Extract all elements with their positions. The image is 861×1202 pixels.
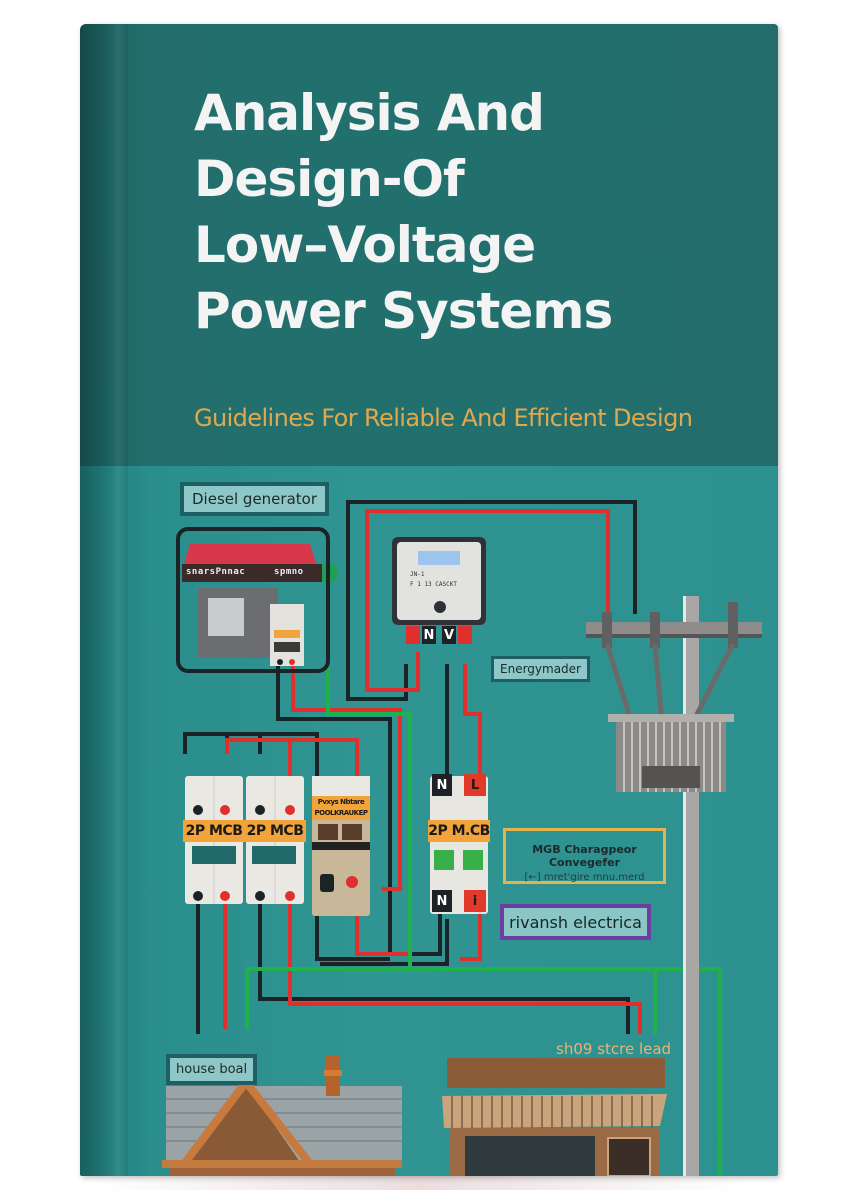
title-line: Power Systems [194,282,613,340]
diesel-generator-illustration [176,527,330,673]
title-line: Analysis And [194,84,545,142]
generator-brand-right: spmno [274,567,304,577]
book-subtitle: Guidelines For Reliable And Efficient De… [194,404,693,432]
mgb-subtitle: [←] mret'gire mnu.merd [524,872,645,883]
meter-terminal-n: N [423,627,435,643]
meter-terminal-v: V [443,627,455,643]
meter-text: F 1 13 CASCKT [410,581,457,588]
energy-meter-illustration [392,537,486,644]
label-diesel-generator: Diesel generator [180,482,329,516]
breaker-terminal-l-top: L [464,774,486,796]
meter-text: JN-1 [410,571,425,578]
breaker-label: 2P M.CB [428,820,490,842]
label-energy-meter: Energymader [491,656,590,682]
label-rivansh-electrica: rivansh electrica [500,904,651,940]
wiring-diagram [162,500,762,1176]
book-spine [80,24,128,1176]
breaker-label: 2P MCB [244,820,306,842]
wires-black [183,500,637,1034]
utility-pole-illustration [586,596,762,1176]
breaker-label: 2P MCB [183,820,245,842]
breaker-label-line: POOLKRAUKEP [314,809,368,817]
store-sign: sh09 stcre lead [556,1040,672,1058]
mgb-title: MGB Charagpeor Convegefer [532,843,637,869]
breaker-4-illustration [430,776,488,914]
cover-title-panel [80,24,778,466]
label-house: house boal [166,1054,258,1085]
breaker-terminal-n-bottom: N [432,890,452,912]
breaker-terminal-l-bottom: i [464,890,486,912]
generator-brand-left: snarsPnnac [186,567,246,577]
breaker-label-line: Pvxys Nbtare [317,798,365,806]
store-illustration [442,1058,667,1176]
breaker-label: Pvxys Nbtare POOLKRAUKEP [312,796,370,820]
mgb-converter-box: MGB Charagpeor Convegefer [←] mret'gire … [503,828,666,884]
title-line: Low–Voltage [194,216,536,274]
book-title: Analysis And Design-Of Low–Voltage Power… [194,80,754,344]
title-line: Design-Of [194,150,465,208]
wires-red [223,509,642,1034]
breaker-terminal-n-top: N [432,774,452,796]
book-cover: Analysis And Design-Of Low–Voltage Power… [80,24,778,1176]
